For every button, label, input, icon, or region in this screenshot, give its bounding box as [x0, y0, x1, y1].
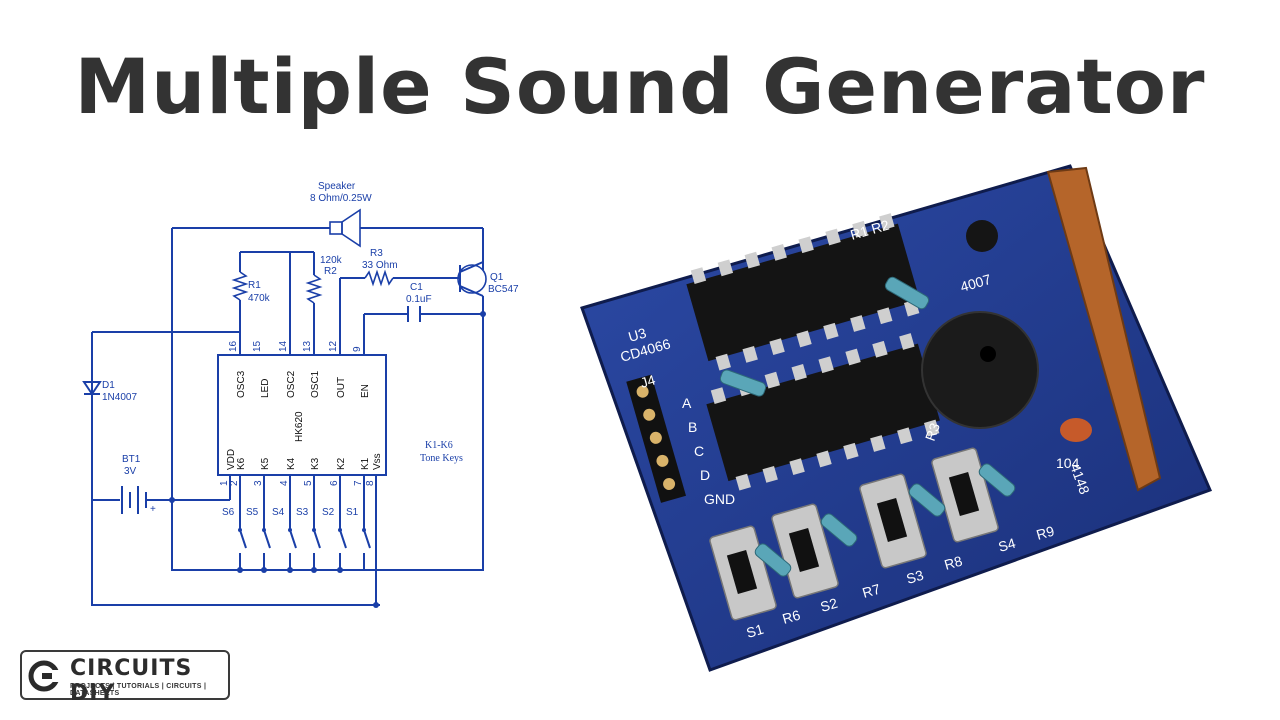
pcb-board-photo: U3 CD4066 R1 R2 4007 J4 A B C D GND R3 1… — [580, 164, 1213, 672]
pcb-silkscreen-label: R8 — [942, 553, 964, 573]
ic-bottom-pin-number: 7 — [353, 480, 364, 486]
logo-name: CIRCUITS DIY — [70, 656, 193, 706]
speaker-value: 8 Ohm/0.25W — [310, 193, 372, 204]
ic-bottom-pin-number: 4 — [279, 480, 290, 486]
ic-top-pin-number: 15 — [252, 340, 263, 352]
pcb-silkscreen-label: R9 — [1034, 523, 1056, 543]
ic-top-pin-name: LED — [260, 379, 271, 398]
pcb-silkscreen-label: S3 — [904, 567, 925, 587]
pcb-cap-104: 104 — [1056, 455, 1080, 471]
capacitor-104 — [1060, 418, 1092, 442]
pcb-silkscreen-label: R7 — [860, 581, 882, 601]
page-title: Multiple Sound Generator — [74, 42, 1206, 131]
d1-value: 1N4007 — [102, 392, 137, 403]
logo-tagline: PROJECTS | TUTORIALS | CIRCUITS | DATASH… — [70, 683, 207, 697]
pcb-j4-a: A — [682, 395, 692, 411]
battery-plus: + — [150, 504, 156, 515]
pcb-u3-label: U3 — [626, 325, 648, 345]
q1-value: BC547 — [488, 284, 519, 295]
ic-top-pin-number: 14 — [278, 340, 289, 352]
r2-value: 120k — [320, 255, 343, 266]
r3-label: R3 — [370, 248, 383, 259]
pcb-j4-d: D — [700, 467, 710, 483]
c1-value: 0.1uF — [406, 294, 432, 305]
pcb-silkscreen-label: S2 — [818, 595, 839, 615]
d1-label: D1 — [102, 380, 115, 391]
cd4066-chip — [686, 223, 920, 362]
switch-label: S1 — [346, 507, 359, 518]
ic-bottom-pin-number: 1 — [219, 480, 230, 486]
ic-bottom-pin-number: 8 — [365, 480, 376, 486]
pcb-silkscreen-label: R6 — [780, 607, 802, 627]
ic-bottom-pin-number: 2 — [229, 480, 240, 486]
r2-label: R2 — [324, 266, 337, 277]
bt1-label: BT1 — [122, 454, 141, 465]
ic-bottom-pin-name: K5 — [260, 457, 271, 470]
ic-top-pin-number: 16 — [228, 340, 239, 352]
q1-label: Q1 — [490, 272, 504, 283]
ic-name: HK620 — [294, 411, 305, 442]
ic-bottom-pin-name: K2 — [336, 457, 347, 470]
bt1-value: 3V — [124, 466, 137, 477]
ic-bottom-pin-number: 6 — [329, 480, 340, 486]
ic-bottom-pin-name: K1 — [360, 457, 371, 470]
ic-top-pin-number: 12 — [328, 340, 339, 352]
tone-keys-label-2: Tone Keys — [420, 453, 463, 464]
ic-bottom-pin-number: 3 — [253, 480, 264, 486]
pcb-silkscreen-label: S4 — [996, 535, 1017, 555]
speaker-label: Speaker — [318, 181, 356, 192]
circuits-diy-logo-icon — [28, 660, 64, 692]
pcb-j4-label: J4 — [638, 371, 657, 391]
ic-top-pin-name: OSC3 — [236, 370, 247, 398]
hk620-chip — [706, 343, 940, 482]
switch-label: S5 — [246, 507, 259, 518]
ic-bottom-pin-name: K6 — [236, 457, 247, 470]
circuits-diy-logo[interactable]: CIRCUITS DIY PROJECTS | TUTORIALS | CIRC… — [20, 650, 230, 706]
ic-bottom-pin-name: K4 — [286, 457, 297, 470]
switch-label: S3 — [296, 507, 309, 518]
ic-top-pin-name: EN — [360, 384, 371, 398]
switch-label: S2 — [322, 507, 335, 518]
buzzer — [921, 311, 1039, 429]
pcb-j4-b: B — [688, 419, 697, 435]
pcb-j4-gnd: GND — [704, 491, 735, 507]
r1-value: 470k — [248, 293, 271, 304]
ic-top-pin-name: OSC2 — [286, 370, 297, 398]
ic-top-pin-number: 9 — [352, 346, 363, 352]
circuit-schematic: Speaker 8 Ohm/0.25W R1 470k 120k R2 R3 3… — [82, 181, 519, 608]
ic-bottom-pin-name: Vss — [372, 453, 383, 470]
r3-value: 33 Ohm — [362, 260, 398, 271]
pcb-silkscreen-label: S1 — [744, 621, 765, 641]
c1-label: C1 — [410, 282, 423, 293]
r1-label: R1 — [248, 280, 261, 291]
ic-top-pin-name: OUT — [336, 377, 347, 398]
pcb-j4-c: C — [694, 443, 704, 459]
ic-bottom-pin-number: 5 — [303, 480, 314, 486]
pcb-r3-label: R3 — [922, 421, 943, 443]
ic-top-pin-name: OSC1 — [310, 370, 321, 398]
ic-top-pin-number: 13 — [302, 340, 313, 352]
ic-bottom-pin-name: K3 — [310, 457, 321, 470]
transistor — [966, 220, 998, 252]
switch-label: S6 — [222, 507, 235, 518]
switch-label: S4 — [272, 507, 285, 518]
battery-holder — [1046, 166, 1162, 492]
tone-keys-label-1: K1-K6 — [425, 440, 453, 451]
ic-bottom-pin-name: VDD — [226, 449, 237, 470]
